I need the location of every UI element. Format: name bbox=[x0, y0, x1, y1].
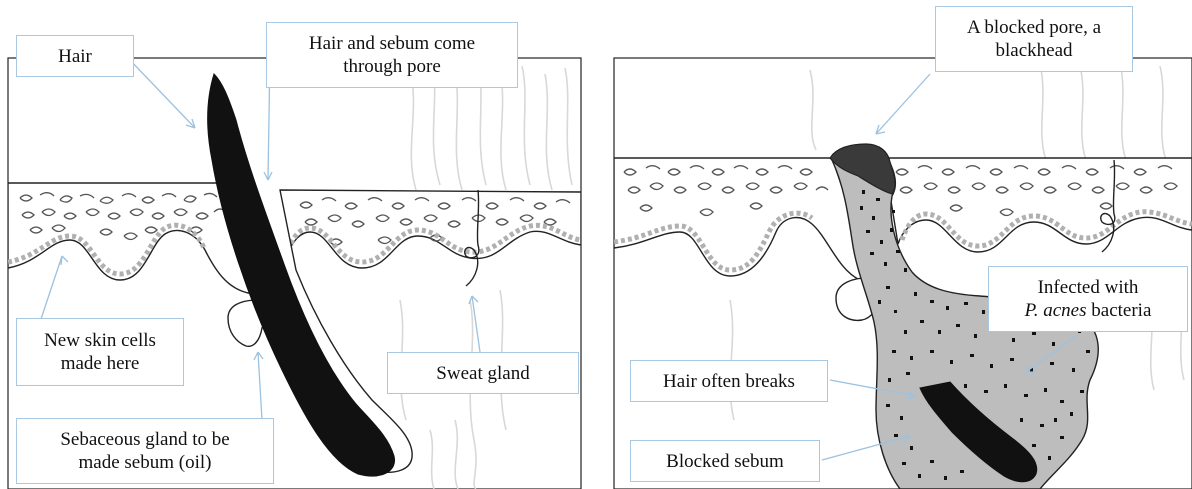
label-blocked-pore: A blocked pore, a blackhead bbox=[935, 6, 1133, 72]
label-pore-line1: Hair and sebum come bbox=[309, 32, 475, 55]
label-hair-and-sebum: Hair and sebum come through pore bbox=[266, 22, 518, 88]
label-pore-line2: through pore bbox=[343, 55, 441, 78]
label-infected: Infected with P. acnes bacteria bbox=[988, 266, 1188, 332]
label-blocked-pore-line2: blackhead bbox=[995, 39, 1072, 62]
label-sebaceous-gland: Sebaceous gland to be made sebum (oil) bbox=[16, 418, 274, 484]
label-hair-breaks-text: Hair often breaks bbox=[663, 370, 795, 393]
label-infected-line2: P. acnes bacteria bbox=[1025, 299, 1152, 322]
label-sweat-gland: Sweat gland bbox=[387, 352, 579, 394]
label-blocked-sebum: Blocked sebum bbox=[630, 440, 820, 482]
label-blocked-sebum-text: Blocked sebum bbox=[666, 450, 784, 473]
label-sebaceous-line2: made sebum (oil) bbox=[79, 451, 212, 474]
label-infected-italic: P. acnes bbox=[1025, 300, 1087, 321]
label-sweat-gland-text: Sweat gland bbox=[436, 362, 529, 385]
label-infected-line1: Infected with bbox=[1038, 276, 1139, 299]
label-hair-often-breaks: Hair often breaks bbox=[630, 360, 828, 402]
label-new-cells-line2: made here bbox=[61, 352, 140, 375]
label-new-cells-line1: New skin cells bbox=[44, 329, 156, 352]
label-hair: Hair bbox=[16, 35, 134, 77]
label-hair-text: Hair bbox=[58, 45, 92, 68]
label-blocked-pore-line1: A blocked pore, a bbox=[967, 16, 1101, 39]
label-infected-rest: bacteria bbox=[1087, 300, 1152, 321]
label-new-skin-cells: New skin cells made here bbox=[16, 318, 184, 386]
label-sebaceous-line1: Sebaceous gland to be bbox=[60, 428, 229, 451]
